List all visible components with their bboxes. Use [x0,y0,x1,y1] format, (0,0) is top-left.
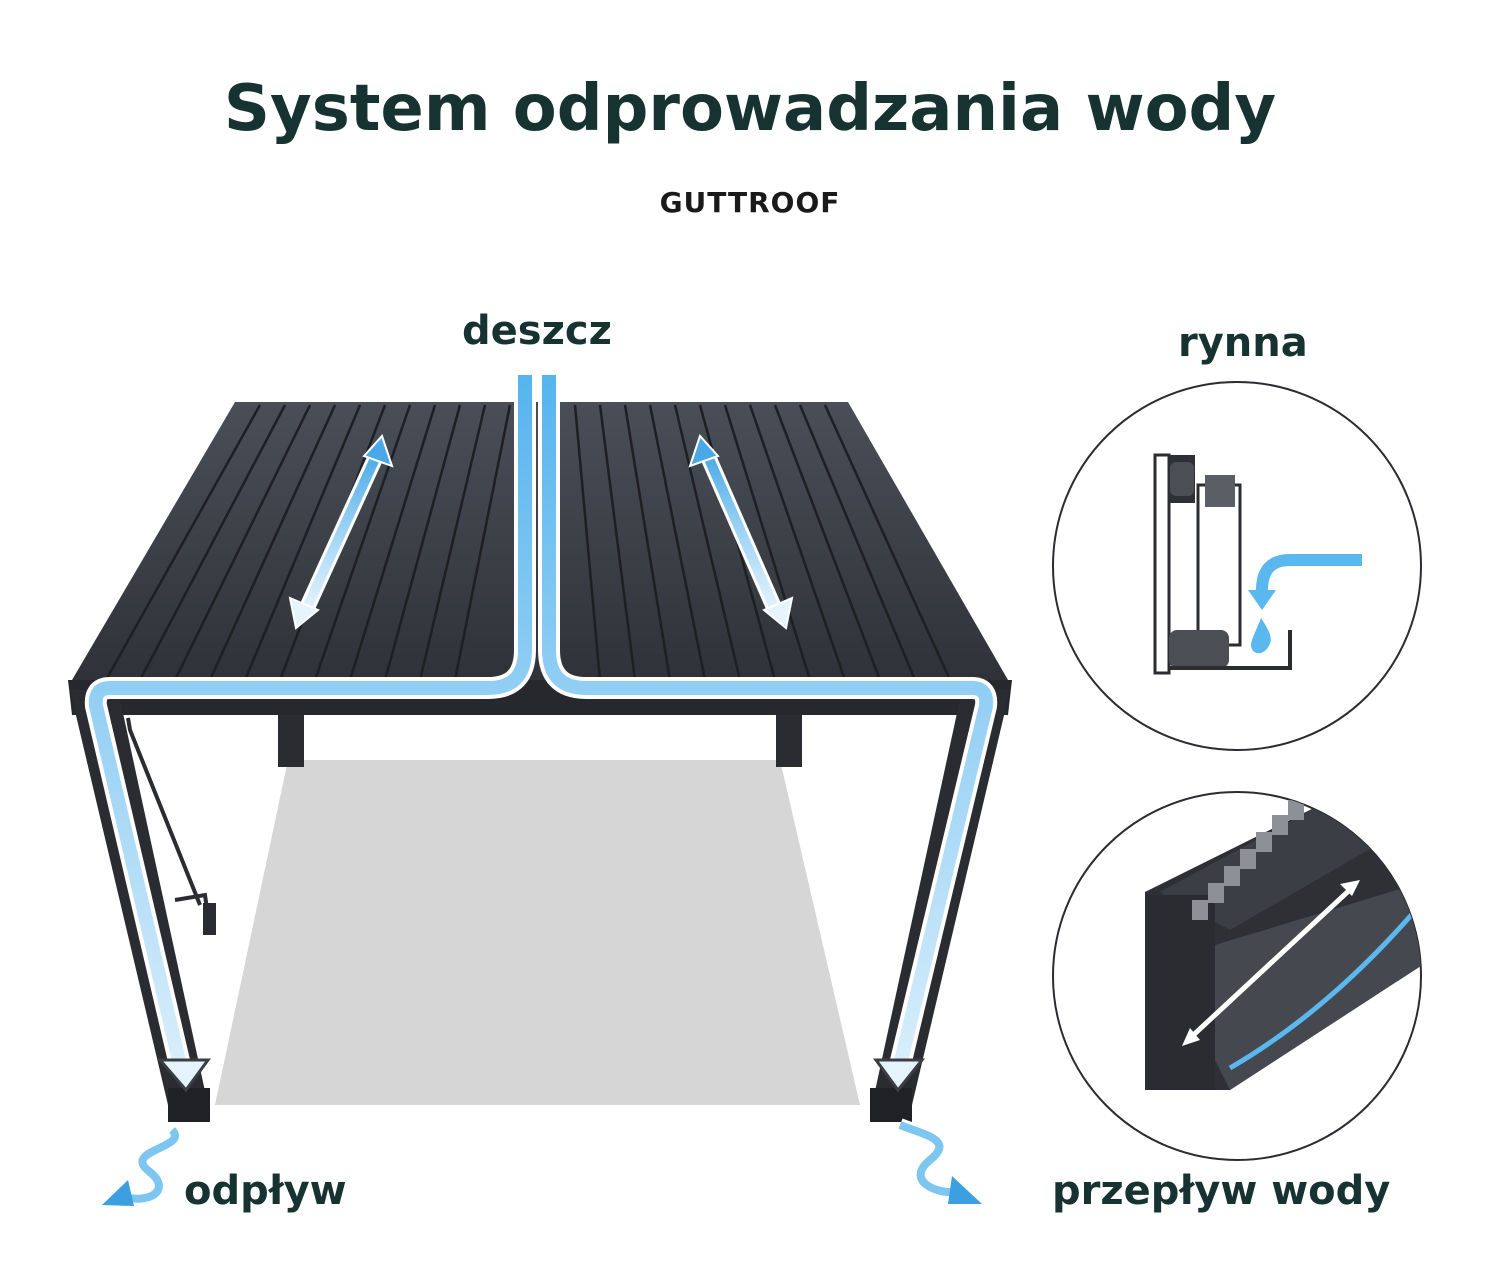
water-flow-detail-circle [1052,791,1422,1161]
arrow-down-right-icon [873,1058,926,1093]
drain-arrow-right-icon [897,1118,982,1204]
back-leg-left [278,705,304,767]
leg-base-left [168,1088,210,1122]
brand-logo: GUTTROOF [659,186,841,219]
label-rain: deszcz [462,308,612,354]
water-flow-path [84,375,998,1068]
drain-arrow-left-icon [102,1125,182,1206]
label-drain: odpływ [184,1168,347,1214]
page-title: System odprowadzania wody [223,72,1277,146]
roof-arrow-right-icon [688,434,794,630]
arrow-down-left-icon [156,1058,211,1093]
gutter-detail-circle [1052,381,1422,751]
back-leg-right [776,705,802,767]
roof-arrow-left-icon [288,434,394,630]
label-water-flow: przepływ wody [1052,1168,1391,1214]
label-gutter: rynna [1178,320,1308,366]
leg-base-right [870,1088,912,1122]
crank-handle [126,717,216,935]
floor-shadow [215,760,860,1105]
